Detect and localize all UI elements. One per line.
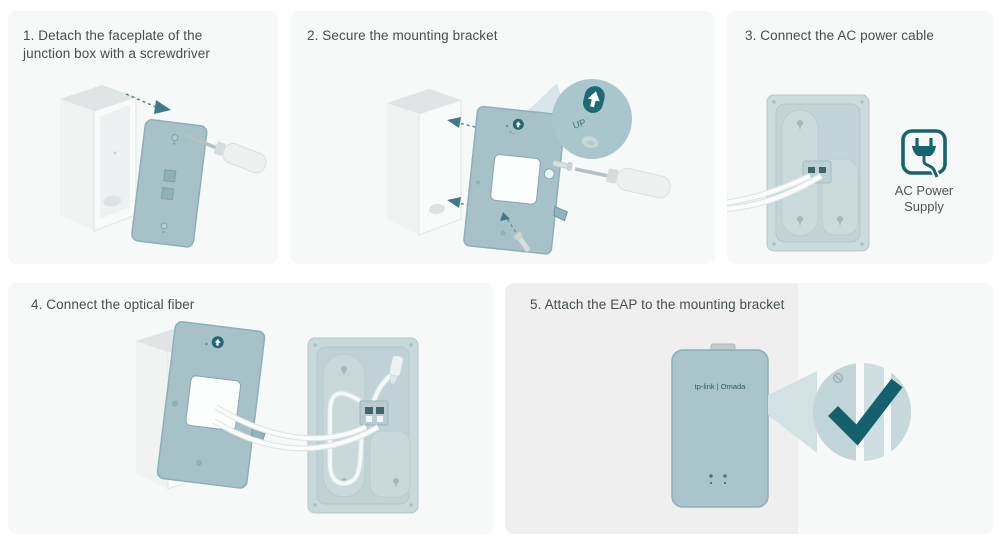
fiber-loop	[327, 368, 398, 487]
step-3-title: 3. Connect the AC power cable	[745, 28, 935, 43]
junction-box	[60, 85, 137, 232]
wall-plate-back	[307, 337, 419, 514]
keyhole-icon	[797, 120, 843, 226]
attach-arrow-icon	[447, 117, 488, 211]
keyhole-icon	[581, 135, 599, 149]
checkmark-icon	[828, 378, 903, 446]
screw-icon	[552, 160, 573, 171]
eap-device: tp-link | Omada	[671, 343, 769, 508]
wall-plate-front	[766, 94, 870, 252]
faceplate	[131, 119, 208, 248]
step-4-title: 4. Connect the optical fiber	[31, 297, 195, 312]
fiber-connector	[388, 355, 404, 385]
step-5-illustration: tp-link | Omada	[671, 343, 911, 508]
screwdriver-icon	[183, 133, 267, 174]
step-4-panel: 4. Connect the optical fiber	[8, 283, 493, 534]
step-3-illustration	[727, 94, 947, 252]
step-1-title: 1. Detach the faceplate of the junction …	[23, 28, 210, 61]
up-keyhole-icon	[505, 118, 524, 135]
step-5-title: 5. Attach the EAP to the mounting bracke…	[530, 297, 785, 312]
brand-logo: tp-link | Omada	[695, 382, 747, 391]
screwdriver-icon	[574, 167, 671, 199]
step-2-illustration: UP	[387, 79, 671, 255]
side-view-detail	[813, 363, 911, 461]
step-1-illustration	[60, 85, 267, 248]
check-callout	[813, 363, 911, 461]
step-4-illustration	[136, 321, 419, 514]
detach-arrow-icon	[125, 93, 171, 114]
status-leds	[709, 474, 727, 485]
power-cable	[727, 173, 823, 212]
step-2-title: 2. Secure the mounting bracket	[307, 28, 498, 43]
up-keyhole-icon	[205, 336, 224, 349]
mounting-bracket	[463, 105, 569, 255]
screw-icon	[500, 212, 531, 252]
step-3-panel: 3. Connect the AC power cable	[727, 11, 993, 264]
optical-fiber	[212, 404, 380, 452]
mounting-bracket	[156, 321, 266, 489]
ac-power-caption: AC Power Supply	[894, 183, 954, 215]
ac-power-icon	[901, 129, 947, 179]
step-1-panel: 1. Detach the faceplate of the junction …	[8, 11, 278, 264]
magnifier-beam	[768, 371, 817, 453]
step-5-panel: 5. Attach the EAP to the mounting bracke…	[505, 283, 993, 534]
junction-box	[387, 89, 462, 236]
up-callout: UP	[552, 79, 632, 159]
up-label: UP	[572, 117, 588, 132]
power-connector	[359, 400, 389, 426]
up-arrow-icon	[583, 86, 605, 113]
step-2-panel: 2. Secure the mounting bracket	[291, 11, 715, 264]
